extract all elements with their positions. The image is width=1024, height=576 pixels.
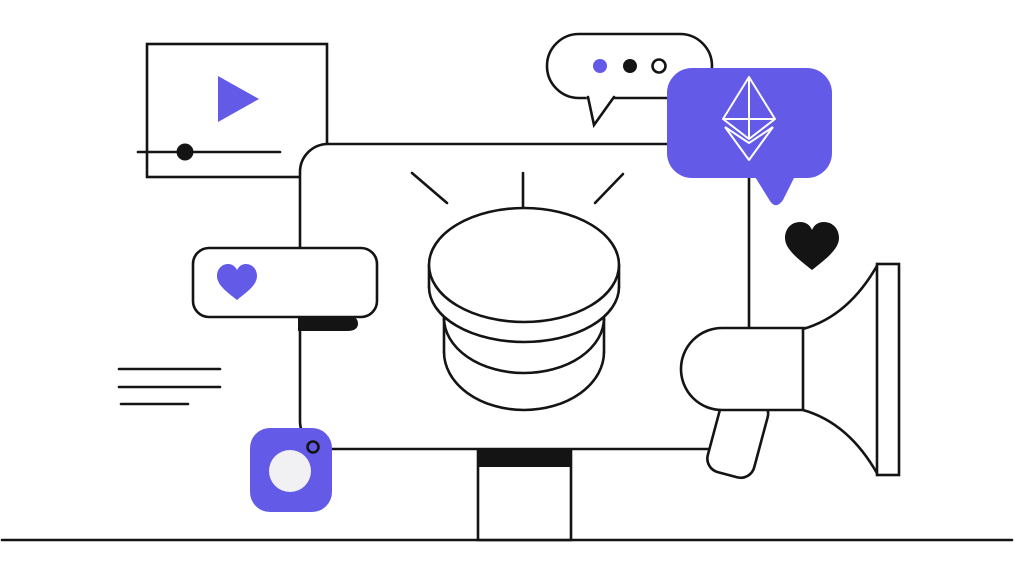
coin-stack <box>427 206 621 412</box>
speed-lines <box>117 367 222 406</box>
stand-top-bar <box>477 449 572 467</box>
coin-rim <box>442 316 606 375</box>
coin-top-face <box>427 206 621 324</box>
speech-bubble-tail <box>586 95 616 129</box>
typing-dot-black <box>623 59 637 73</box>
megaphone-body <box>679 326 807 412</box>
megaphone-rim <box>875 262 901 477</box>
eth-lower-inner <box>724 126 774 144</box>
like-button-pill <box>191 246 379 319</box>
coin-rim <box>442 350 606 412</box>
camera-lens <box>269 450 311 492</box>
ethereum-icon <box>722 76 776 161</box>
megaphone-cone <box>801 262 880 477</box>
video-player <box>136 42 329 179</box>
eth-lower-outer <box>724 126 774 161</box>
ray-left <box>410 171 449 205</box>
coin-rim <box>427 285 621 344</box>
heart-icon-purple <box>217 264 257 300</box>
ethereum-chat-bubble <box>667 68 832 206</box>
like-button <box>191 246 379 331</box>
progress-dot <box>176 143 194 161</box>
eth-bubble-tail <box>752 172 797 206</box>
megaphone-icon <box>679 262 901 480</box>
play-icon <box>218 76 259 122</box>
camera-flash-dot <box>306 440 320 454</box>
heart-icon-black <box>785 222 839 270</box>
monitor-stand <box>476 448 573 542</box>
ray-right <box>593 172 625 205</box>
typing-dot-outline <box>651 58 667 74</box>
camera-app-icon <box>250 428 332 512</box>
like-button-shadow <box>298 316 358 331</box>
typing-dot-purple <box>593 59 607 73</box>
